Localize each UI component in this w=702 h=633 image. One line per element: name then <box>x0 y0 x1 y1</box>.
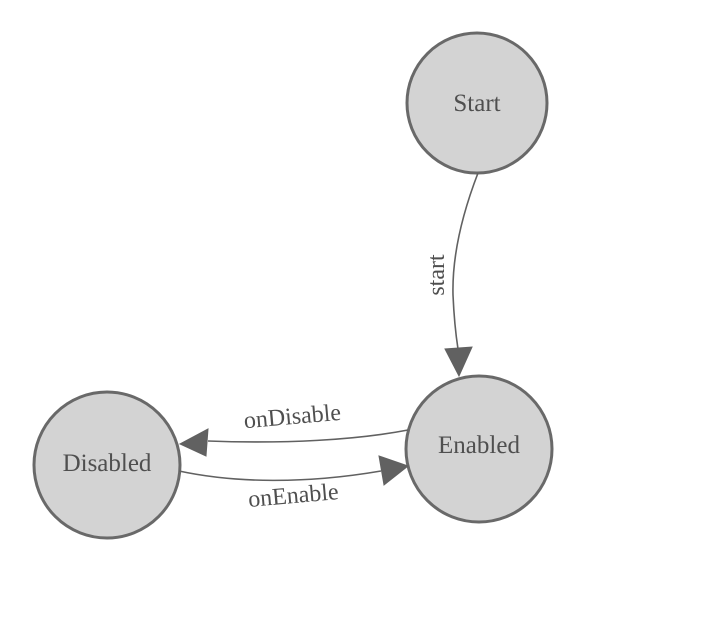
enabled-state-circle <box>404 374 554 524</box>
edge-label-onenable: onEnable <box>247 479 340 513</box>
edge-disabled-to-enabled: onEnable <box>178 455 410 513</box>
edge-label-ondisable: onDisable <box>243 400 342 434</box>
edge-enabled-to-disabled-line <box>207 429 409 443</box>
enabled-state-label: Enabled <box>438 432 520 459</box>
edge-label-start: start <box>424 254 450 296</box>
edge-start-to-enabled-line <box>452 172 479 350</box>
start-state-label: Start <box>453 90 500 117</box>
edge-enabled-to-disabled: onDisable <box>178 400 409 457</box>
arrowhead-into-enabled-left <box>378 455 410 486</box>
node-enabled: Enabled <box>404 374 554 524</box>
arrowhead-into-enabled-top <box>444 346 473 378</box>
edge-start-to-enabled: start <box>424 172 479 378</box>
disabled-state-circle <box>32 390 182 540</box>
node-start: Start <box>405 31 549 175</box>
node-disabled: Disabled <box>32 390 182 540</box>
edge-disabled-to-enabled-line <box>178 470 382 482</box>
start-state-circle <box>405 31 549 175</box>
disabled-state-label: Disabled <box>63 450 152 477</box>
arrowhead-into-disabled-right <box>178 428 209 457</box>
